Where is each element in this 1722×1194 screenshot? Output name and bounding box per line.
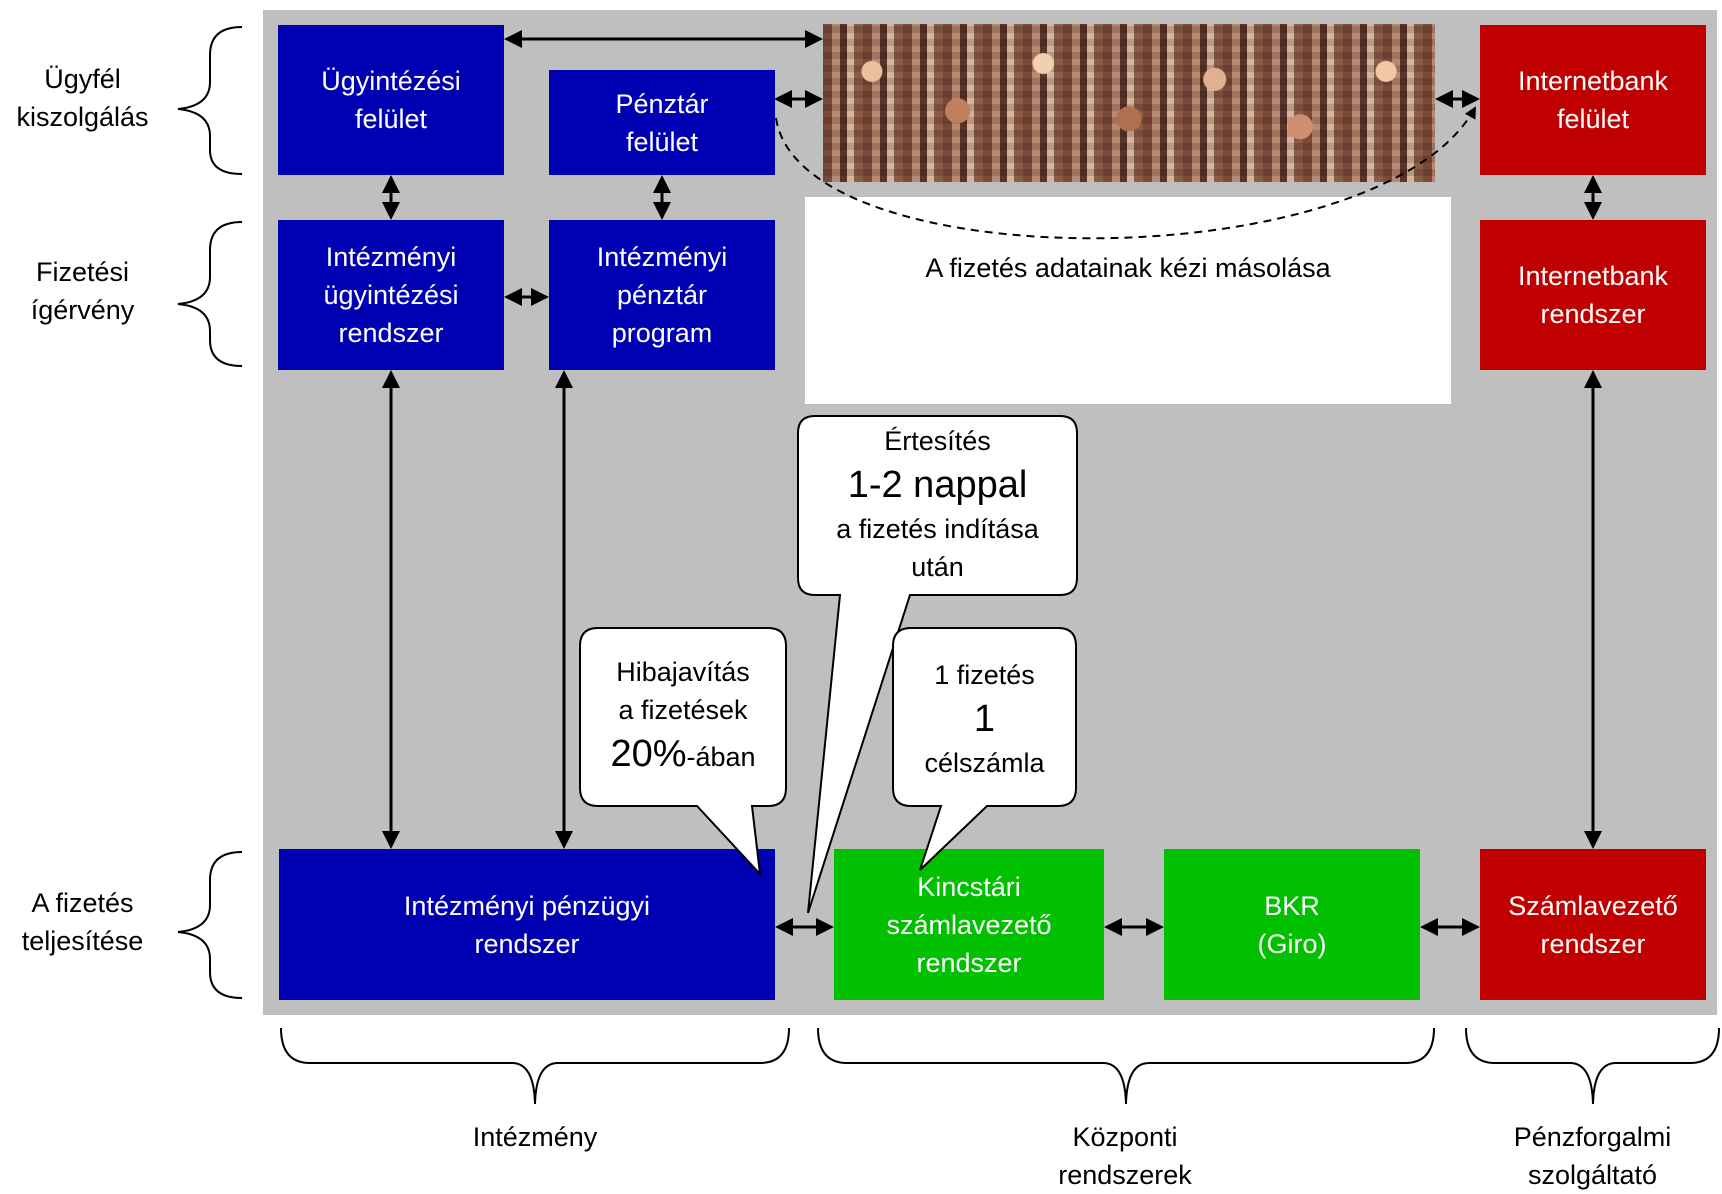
manual-copy-note: A fizetés adatainak kézi másolása [925,253,1331,283]
internetbank-system-box: Internetbank rendszer [1480,220,1706,370]
notification-line3: a fizetés indítása [836,514,1039,544]
error-line2: a fizetések [618,695,748,725]
one-payment-big: 1 [973,698,996,740]
brace-col-institution [280,1027,790,1105]
row-label-payment-execution: A fizetés teljesítése [21,888,144,956]
manual-copy-area [805,197,1451,404]
error-line1: Hibajavítás [616,657,750,687]
treasury-account-system-box: Kincstári számlavezető rendszer [834,849,1104,1000]
column-label-institution: Intézmény [472,1122,598,1152]
row-label-customer-service: Ügyfél kiszolgálás [16,64,149,132]
institutional-case-system-box: Intézményi ügyintézési rendszer [278,220,504,370]
one-payment-line1: 1 fizetés [934,660,1035,690]
column-label-provider: Pénzforgalmi szolgáltató [1513,1122,1672,1190]
institutional-cashier-program-box: Intézményi pénztár program [549,220,775,370]
bubble-notification-shape [797,415,1078,914]
case-ui-box: Ügyintézési felület [278,25,504,175]
bubble-error-shape [579,627,787,877]
institutional-finance-system-box: Intézményi pénzügyi rendszer [279,849,775,1000]
bubble-error-text: Hibajavítás a fizetések 20%-ában [580,653,786,779]
brace-row-3 [177,851,243,999]
notification-big: 1-2 nappal [847,464,1028,506]
brace-row-1 [177,26,243,175]
row-label-payment-promise: Fizetési ígérvény [30,257,135,325]
dashed-manual-copy-arc [775,106,1476,240]
bubble-notification-text: Értesítés 1-2 nappal a fizetés indítása … [798,422,1077,586]
error-suffix: -ában [686,742,756,772]
bubble-one-payment-text: 1 fizetés 1 célszámla [893,656,1076,782]
account-system-box: Számlavezető rendszer [1480,849,1706,1000]
internetbank-ui-box: Internetbank felület [1480,25,1706,175]
bkr-giro-box: BKR (Giro) [1164,849,1420,1000]
one-payment-line3: célszámla [924,748,1045,778]
notification-line4: után [911,552,964,582]
bubble-one-payment-shape [892,627,1077,871]
error-big: 20% [610,733,687,775]
brace-row-2 [177,221,243,367]
brace-col-provider [1465,1027,1720,1105]
notification-line1: Értesítés [884,426,991,456]
column-label-central: Központi rendszerek [1058,1122,1192,1190]
cashier-ui-box: Pénztár felület [549,70,775,175]
crowd-photo [823,24,1435,182]
brace-col-central [817,1027,1435,1105]
